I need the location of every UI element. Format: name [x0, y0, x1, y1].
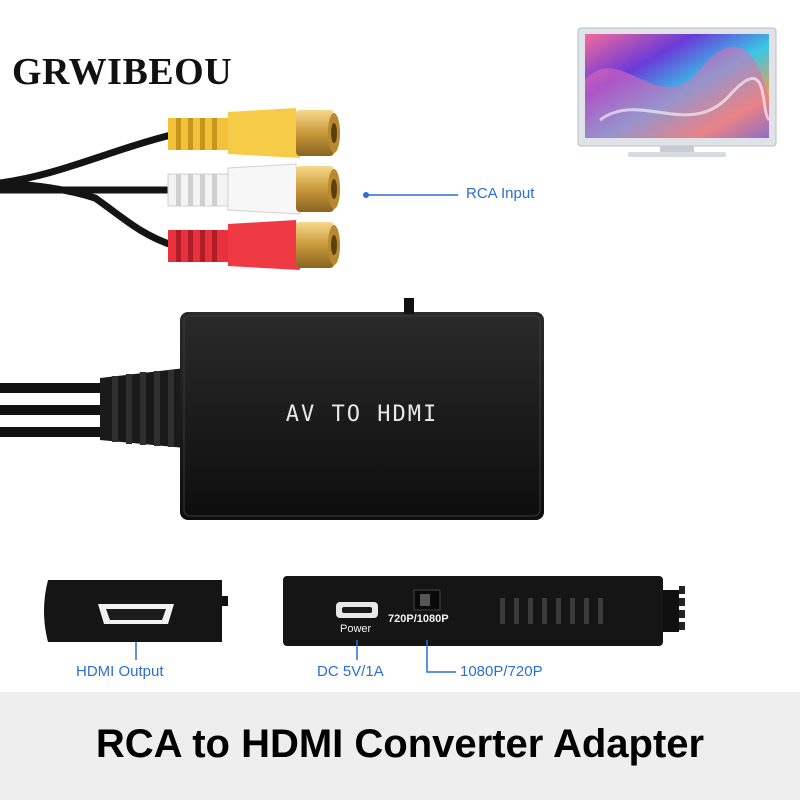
rca-plug-yellow	[168, 108, 340, 158]
hdmi-output-label: HDMI Output	[76, 663, 164, 680]
converter-cables	[0, 383, 110, 437]
converter-box	[180, 298, 544, 520]
footer-band	[0, 692, 800, 800]
power-port-label: Power	[340, 623, 372, 635]
brand-logo: GRWIBEOU	[12, 51, 233, 93]
rca-cables	[0, 130, 179, 250]
tv-icon	[577, 27, 777, 157]
device-label: AV TO HDMI	[285, 402, 439, 427]
rca-plug-red	[168, 220, 340, 270]
product-illustration	[0, 27, 777, 673]
power-spec-label: DC 5V/1A	[317, 663, 384, 680]
resolution-switch-label: 1080P/720P	[460, 663, 543, 680]
rca-input-pointer	[363, 192, 458, 198]
strain-relief	[100, 368, 185, 448]
product-title: RCA to HDMI Converter Adapter	[95, 722, 705, 766]
side-view	[283, 576, 685, 673]
rca-plug-white	[167, 163, 340, 215]
rca-input-label: RCA Input	[466, 185, 535, 202]
switch-label: 720P/1080P	[388, 613, 449, 625]
hdmi-end-view	[44, 580, 228, 660]
